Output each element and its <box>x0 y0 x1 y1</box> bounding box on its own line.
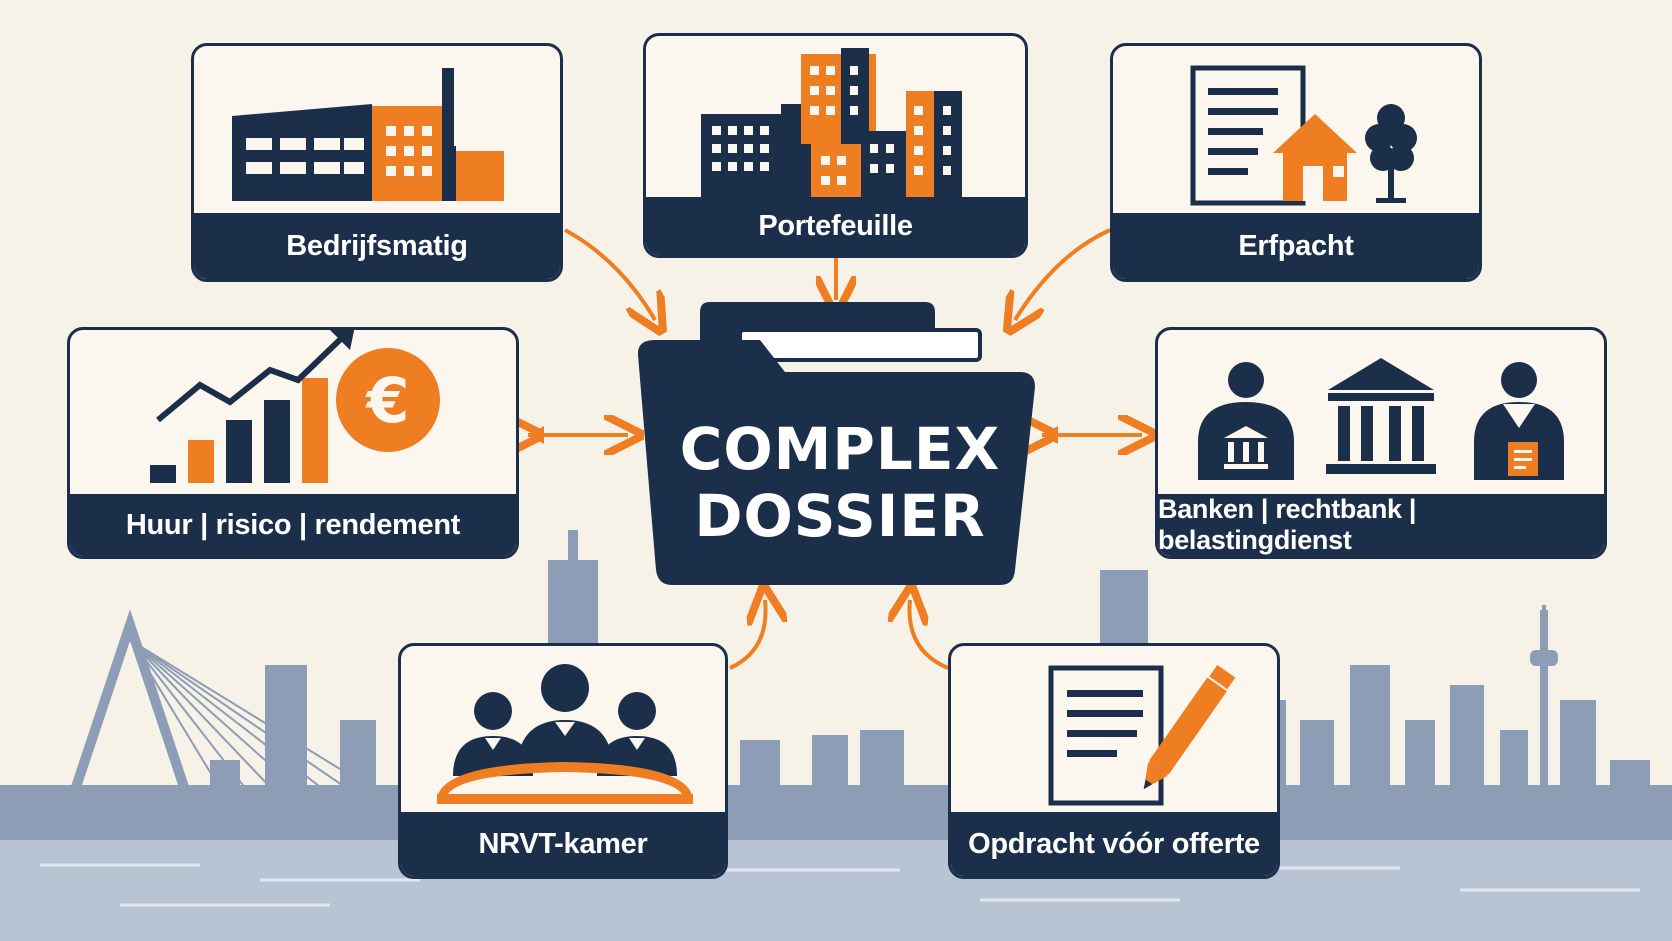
building-cluster-icon <box>701 48 962 199</box>
industrial-building-icon <box>232 68 504 201</box>
tax-officer-icon <box>1474 362 1564 480</box>
card-label: Bedrijfsmatig <box>194 213 560 279</box>
document-pencil-icon <box>1048 662 1239 806</box>
card-label: NRVT-kamer <box>401 812 725 876</box>
bank-court-tax-icon <box>1198 358 1564 480</box>
folder-title-line1: COMPLEX <box>679 415 1001 483</box>
card-opdracht-voor-offerte[interactable]: Opdracht vóór offerte <box>948 643 1280 879</box>
bridge <box>0 609 421 837</box>
banker-icon <box>1198 362 1294 480</box>
connector-arrows <box>564 228 1111 670</box>
tree-icon <box>1365 104 1417 203</box>
svg-text:€: € <box>364 364 409 437</box>
courthouse-icon <box>1326 358 1436 474</box>
folder-icon <box>637 302 1035 585</box>
card-erfpacht[interactable]: Erfpacht <box>1110 43 1482 282</box>
card-label: Banken | rechtbank | belastingdienst <box>1158 494 1604 556</box>
card-bedrijfsmatig[interactable]: Bedrijfsmatig <box>191 43 563 282</box>
card-label: Opdracht vóór offerte <box>951 812 1277 876</box>
card-banken-rechtbank-belastingdienst[interactable]: Banken | rechtbank | belastingdienst <box>1155 327 1607 559</box>
growth-chart-euro-icon: € <box>150 330 440 483</box>
card-nrvt-kamer[interactable]: NRVT-kamer <box>398 643 728 879</box>
card-label: Erfpacht <box>1113 213 1479 279</box>
folder-title-line2: DOSSIER <box>694 482 986 550</box>
document-house-tree-icon <box>1190 65 1417 206</box>
water-reflections <box>40 863 1640 907</box>
card-portefeuille[interactable]: Portefeuille <box>643 33 1028 258</box>
card-huur-risico-rendement[interactable]: € Huur | risico | rendement <box>67 327 519 559</box>
card-label: Portefeuille <box>646 197 1025 255</box>
group-chamber-icon <box>437 664 693 804</box>
card-label: Huur | risico | rendement <box>70 494 516 556</box>
water <box>0 840 1672 941</box>
